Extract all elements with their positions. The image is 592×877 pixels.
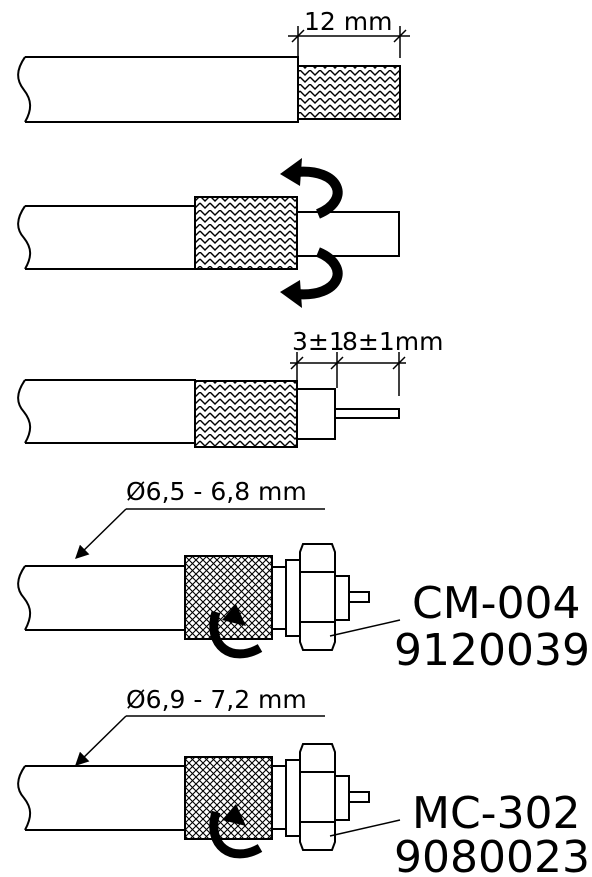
hex-nut [299, 743, 336, 851]
step1-stripped-cable [17, 56, 401, 123]
center-conductor [334, 408, 400, 419]
callout-leader [329, 619, 401, 637]
step4-connector-cm004 [17, 543, 401, 659]
step5-connector-mc302 [17, 743, 401, 859]
folded-braid [194, 380, 298, 448]
dielectric [296, 211, 400, 257]
rotate-arrow [209, 610, 263, 659]
fold-arrow-bottom [295, 247, 343, 300]
part-number-label: 9120039 [394, 625, 590, 676]
model-label: MC-302 [412, 788, 581, 839]
connector-body [271, 566, 287, 630]
step3-dimensions: 3±1 8±1mm [290, 327, 443, 396]
rotate-arrow [209, 810, 263, 859]
step3-strip-dielectric [17, 379, 400, 448]
strip-length-label: 12 mm [304, 7, 392, 36]
step1-dimension: 12 mm [288, 7, 410, 58]
center-pin [348, 791, 370, 803]
hex-nut [299, 543, 336, 651]
crimp-sleeve [184, 555, 273, 640]
diameter-label: Ø6,5 - 6,8 mm [126, 477, 307, 506]
model-label: CM-004 [412, 578, 581, 629]
dielectric [296, 388, 336, 440]
dielectric-length-label: 3±1 [292, 327, 345, 356]
conductor-length-label: 8±1mm [342, 327, 443, 356]
step2-fold-braid [17, 158, 400, 308]
braid-shield [297, 65, 401, 120]
diameter-label: Ø6,9 - 7,2 mm [126, 685, 307, 714]
folded-braid [194, 196, 298, 270]
crimp-sleeve [184, 756, 273, 840]
callout-leader [329, 819, 401, 837]
center-pin [348, 591, 370, 603]
connector-body [271, 765, 287, 830]
part-number-label: 9080023 [394, 832, 590, 877]
step4-diameter-annotation: Ø6,5 - 6,8 mm [75, 477, 325, 559]
fold-arrow-top [295, 166, 343, 219]
step5-diameter-annotation: Ø6,9 - 7,2 mm [75, 685, 325, 766]
